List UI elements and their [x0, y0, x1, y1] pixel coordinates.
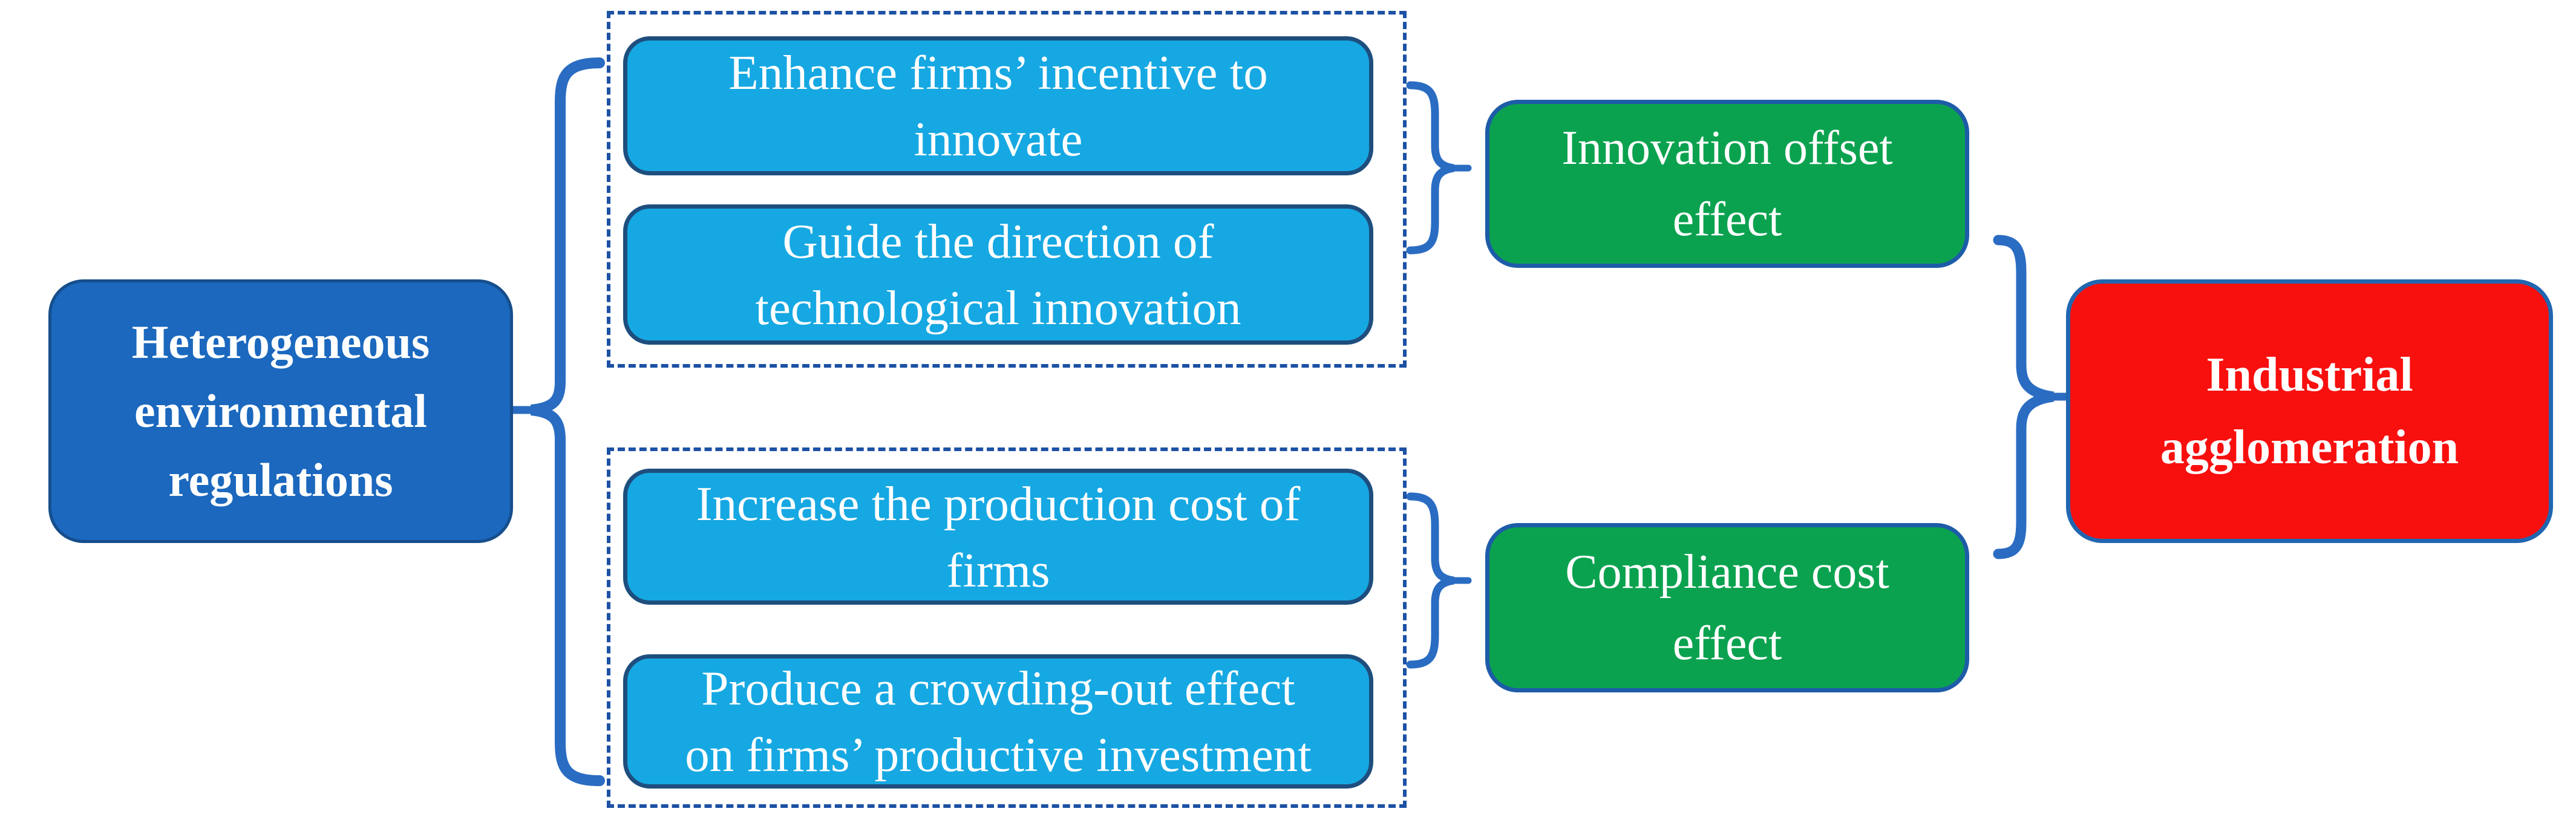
left-brace-source-icon	[530, 57, 605, 786]
mechanism-box-line: technological innovation	[755, 281, 1241, 335]
mechanism-group-compliance	[607, 447, 1407, 808]
mechanism-box-line: on firms’ productive investment	[685, 727, 1312, 782]
outcome-node-line: Industrial	[2206, 348, 2413, 402]
mechanism-box-line: Guide the direction of	[782, 214, 1214, 268]
mechanism-box-line: Produce a crowding-out effect	[701, 661, 1295, 715]
mechanism-box-line: Increase the production cost of	[696, 476, 1301, 531]
source-node-line: Heterogeneous	[131, 316, 430, 368]
mechanism-box-enhance-incentive: Enhance firms’ incentive to innovate	[623, 36, 1373, 175]
effect-node-line: Innovation offset	[1561, 122, 1893, 175]
right-brace-innovation-icon	[1406, 81, 1455, 255]
right-brace-outcome-icon	[1993, 235, 2055, 559]
mechanism-box-line: firms	[946, 542, 1050, 597]
effect-node-line: effect	[1672, 193, 1782, 246]
right-brace-compliance-icon	[1406, 492, 1455, 669]
effect-node-line: Compliance cost	[1565, 545, 1889, 599]
effect-node-line: effect	[1672, 617, 1782, 670]
mechanism-box-line: innovate	[914, 112, 1083, 166]
outcome-node-industrial-agglomeration: Industrial agglomeration	[2066, 279, 2553, 543]
mechanism-box-crowding-out: Produce a crowding-out effect on firms’ …	[623, 654, 1373, 789]
mechanism-box-increase-cost: Increase the production cost of firms	[623, 469, 1373, 605]
mechanism-group-innovation	[607, 11, 1407, 368]
source-node-line: environmental	[134, 385, 427, 437]
mechanism-box-line: Enhance firms’ incentive to	[728, 45, 1268, 100]
source-node-heterogeneous-environmental-regulations: Heterogeneous environmental regulations	[48, 279, 513, 543]
mechanism-box-guide-direction: Guide the direction of technological inn…	[623, 204, 1373, 345]
outcome-node-line: agglomeration	[2160, 421, 2459, 474]
effect-node-compliance-cost: Compliance cost effect	[1485, 523, 1969, 692]
effect-node-innovation-offset: Innovation offset effect	[1485, 100, 1969, 268]
source-node-line: regulations	[168, 454, 393, 506]
